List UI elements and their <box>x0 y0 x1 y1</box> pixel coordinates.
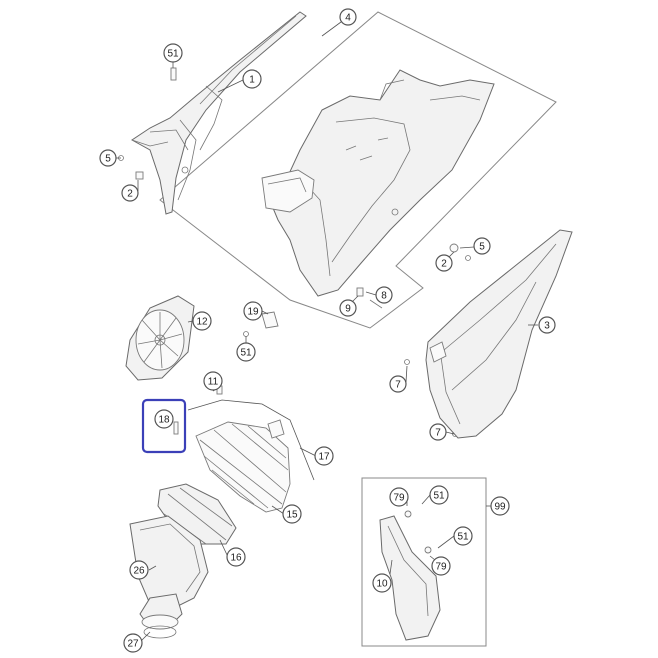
svg-text:51: 51 <box>433 491 445 502</box>
selected-callout-highlight[interactable] <box>141 398 187 454</box>
callout-5-left: 5 <box>99 149 117 167</box>
svg-text:1: 1 <box>249 75 255 86</box>
callout-51-top: 51 <box>163 43 183 63</box>
airbox-group-frame <box>159 11 557 329</box>
callout-18: 18 <box>154 409 174 429</box>
callout-1: 1 <box>242 69 262 89</box>
callout-7-bottom: 7 <box>429 423 447 441</box>
svg-text:7: 7 <box>435 428 441 439</box>
callout-51-mid: 51 <box>236 342 256 362</box>
svg-text:12: 12 <box>196 317 208 328</box>
callout-19: 19 <box>243 301 263 321</box>
kit-group-frame <box>361 477 487 647</box>
callout-79-bottom: 79 <box>431 556 451 576</box>
svg-text:9: 9 <box>345 304 351 315</box>
svg-text:26: 26 <box>133 566 145 577</box>
callout-16: 16 <box>226 547 246 567</box>
callout-27: 27 <box>123 633 143 653</box>
rear-frame-part <box>131 11 307 215</box>
callout-2-left: 2 <box>121 184 139 202</box>
callout-10: 10 <box>372 573 392 593</box>
air-filter-part <box>187 399 315 513</box>
callout-9: 9 <box>339 299 357 317</box>
callout-7-top: 7 <box>389 375 407 393</box>
svg-text:79: 79 <box>393 493 405 504</box>
airbox-part <box>261 69 495 297</box>
filter-cover-part <box>125 295 195 381</box>
callout-4: 4 <box>339 8 357 26</box>
svg-text:2: 2 <box>441 259 447 270</box>
callout-8: 8 <box>375 286 393 304</box>
callout-15: 15 <box>282 504 302 524</box>
svg-text:19: 19 <box>247 307 259 318</box>
svg-text:27: 27 <box>127 639 139 650</box>
svg-text:16: 16 <box>230 553 242 564</box>
callout-51-kit-top: 51 <box>429 485 449 505</box>
kit-guard-part <box>379 510 441 641</box>
side-cover-part <box>425 229 573 439</box>
svg-text:17: 17 <box>318 452 330 463</box>
callout-12: 12 <box>192 311 212 331</box>
svg-text:79: 79 <box>435 562 447 573</box>
callout-2-right: 2 <box>435 254 453 272</box>
svg-text:7: 7 <box>395 380 401 391</box>
callout-3: 3 <box>538 316 556 334</box>
svg-text:99: 99 <box>494 502 506 513</box>
svg-text:5: 5 <box>105 154 111 165</box>
callout-79-top: 79 <box>389 487 409 507</box>
callout-17: 17 <box>314 446 334 466</box>
intake-duct-part <box>129 515 209 639</box>
svg-text:3: 3 <box>544 321 550 332</box>
svg-text:5: 5 <box>479 242 485 253</box>
svg-text:2: 2 <box>127 189 133 200</box>
callout-51-kit-bottom: 51 <box>453 526 473 546</box>
svg-text:51: 51 <box>457 532 469 543</box>
svg-text:51: 51 <box>167 49 179 60</box>
svg-text:15: 15 <box>286 510 298 521</box>
svg-text:8: 8 <box>381 291 387 302</box>
svg-text:11: 11 <box>208 377 219 388</box>
svg-text:18: 18 <box>158 415 170 426</box>
callout-99: 99 <box>490 496 510 516</box>
svg-text:4: 4 <box>345 13 351 24</box>
callout-11: 11 <box>203 371 223 391</box>
callout-26: 26 <box>129 560 149 580</box>
svg-text:10: 10 <box>376 579 388 590</box>
svg-text:51: 51 <box>240 348 252 359</box>
callout-5-right: 5 <box>473 237 491 255</box>
